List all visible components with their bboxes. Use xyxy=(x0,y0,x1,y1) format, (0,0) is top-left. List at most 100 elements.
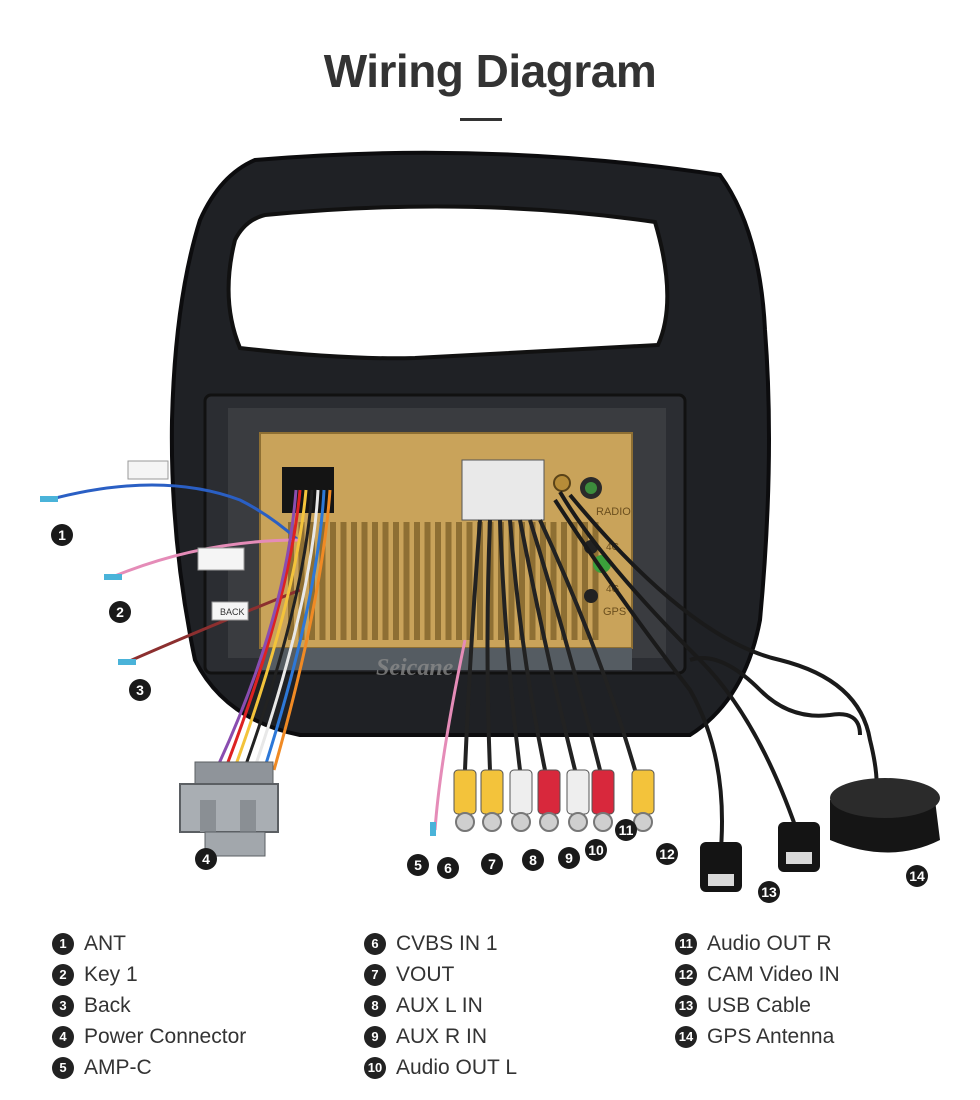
legend-label: VOUT xyxy=(396,962,455,986)
svg-text:5: 5 xyxy=(414,857,422,873)
legend-number-badge: 13 xyxy=(675,994,697,1017)
title-underline xyxy=(460,118,502,121)
svg-text:9: 9 xyxy=(565,850,573,866)
rca-cam-plug xyxy=(631,769,655,832)
power-harness-wires xyxy=(214,489,332,771)
legend-item-10: 10 Audio OUT L xyxy=(364,1052,664,1083)
legend-item-3: 3 Back xyxy=(52,990,352,1021)
legend-item-11: 11 Audio OUT R xyxy=(675,928,975,959)
key1-wire-tip xyxy=(104,574,122,580)
legend-label: USB Cable xyxy=(707,993,811,1017)
legend-item-1: 1 ANT xyxy=(52,928,352,959)
callout-1: 1 xyxy=(51,524,73,546)
legend-number-badge: 5 xyxy=(52,1056,74,1079)
callout-2: 2 xyxy=(109,601,131,623)
svg-text:11: 11 xyxy=(619,822,634,838)
legend-column-1: 1 ANT 2 Key 1 3 Back 4 Power Connector 5 AMP-C xyxy=(52,928,352,1083)
legend-label: AUX R IN xyxy=(396,1024,488,1048)
legend-number-badge: 4 xyxy=(52,1025,74,1048)
power-connector xyxy=(179,761,279,857)
port-4g-label: 4G xyxy=(606,542,620,553)
svg-text:13: 13 xyxy=(761,884,777,900)
legend-label: Back xyxy=(84,993,131,1017)
legend-number-badge: 12 xyxy=(675,963,697,986)
legend-item-14: 14 GPS Antenna xyxy=(675,1021,975,1052)
legend-label: Audio OUT L xyxy=(396,1055,518,1079)
svg-text:8: 8 xyxy=(529,852,537,868)
key1-wire-tag xyxy=(197,547,245,571)
legend-item-9: 9 AUX R IN xyxy=(364,1021,664,1052)
callout-7: 7 xyxy=(481,853,503,875)
gps-port-label: GPS xyxy=(603,606,626,618)
callout-4: 4 xyxy=(195,848,217,870)
legend-label: GPS Antenna xyxy=(707,1024,835,1048)
legend-number-badge: 14 xyxy=(675,1025,697,1048)
back-wire-tip xyxy=(118,659,136,665)
callout-5: 5 xyxy=(407,854,429,876)
svg-text:3: 3 xyxy=(136,682,144,698)
legend-item-2: 2 Key 1 xyxy=(52,959,352,990)
legend-number-badge: 7 xyxy=(364,963,386,986)
callout-9: 9 xyxy=(558,847,580,869)
callout-3: 3 xyxy=(129,679,151,701)
amp-c-wire-tip xyxy=(430,822,436,836)
legend-label: Audio OUT R xyxy=(707,931,832,955)
legend-item-4: 4 Power Connector xyxy=(52,1021,352,1052)
svg-text:10: 10 xyxy=(588,842,604,858)
watermark: Seicane xyxy=(376,655,454,681)
legend-label: CAM Video IN xyxy=(707,962,840,986)
legend-item-7: 7 VOUT xyxy=(364,959,664,990)
callout-11: 11 xyxy=(615,819,637,841)
svg-text:7: 7 xyxy=(488,856,496,872)
rca-vout-plug xyxy=(480,769,504,832)
ant-wire-tag xyxy=(127,460,169,480)
svg-text:4: 4 xyxy=(202,851,210,867)
rca-audio-l-plug xyxy=(566,769,590,832)
callout-8: 8 xyxy=(522,849,544,871)
callout-10: 10 xyxy=(585,839,607,861)
legend-number-badge: 3 xyxy=(52,994,74,1017)
rca-audio-r-plug xyxy=(591,769,615,832)
callout-12: 12 xyxy=(656,843,678,865)
legend-label: Power Connector xyxy=(84,1024,247,1048)
callout-13: 13 xyxy=(758,881,780,903)
usb-gps-cables xyxy=(553,490,879,861)
svg-text:2: 2 xyxy=(116,604,124,620)
wiring-diagram: RADIO 4G 4G GPS Seicane BACK xyxy=(40,150,940,903)
svg-text:1: 1 xyxy=(58,527,66,543)
callout-6: 6 xyxy=(437,857,459,879)
callout-14: 14 xyxy=(906,865,928,887)
legend-item-12: 12 CAM Video IN xyxy=(675,959,975,990)
ant-wire-tip xyxy=(40,496,58,502)
legend-number-badge: 11 xyxy=(675,932,697,955)
rca-plugs xyxy=(453,769,655,832)
page-title: Wiring Diagram xyxy=(323,45,657,97)
legend-number-badge: 10 xyxy=(364,1056,386,1079)
port-4g-2-label: 4G xyxy=(606,584,620,595)
head-unit-case xyxy=(259,432,633,670)
rca-aux-r-plug xyxy=(537,769,561,832)
svg-text:6: 6 xyxy=(444,860,452,876)
usb-connectors xyxy=(700,822,820,892)
svg-text:12: 12 xyxy=(659,846,675,862)
legend-item-8: 8 AUX L IN xyxy=(364,990,664,1021)
legend-label: AMP-C xyxy=(84,1055,152,1079)
legend-number-badge: 1 xyxy=(52,932,74,955)
gps-antenna-puck xyxy=(830,778,940,853)
legend-column-3: 11 Audio OUT R 12 CAM Video IN 13 USB Cable 14… xyxy=(675,928,975,1052)
rca-cables xyxy=(433,519,637,831)
legend-number-badge: 8 xyxy=(364,994,386,1017)
back-tag-text: BACK xyxy=(220,607,245,617)
legend-item-13: 13 USB Cable xyxy=(675,990,975,1021)
legend-label: ANT xyxy=(84,931,126,955)
radio-label: RADIO xyxy=(596,506,631,518)
legend-column-2: 6 CVBS IN 1 7 VOUT 8 AUX L IN 9 AUX R IN 10 Audio… xyxy=(364,928,664,1083)
legend-number-badge: 9 xyxy=(364,1025,386,1048)
legend-label: Key 1 xyxy=(84,962,138,986)
legend-number-badge: 6 xyxy=(364,932,386,955)
legend-label: AUX L IN xyxy=(396,993,483,1017)
legend-label: CVBS IN 1 xyxy=(396,931,498,955)
legend-number-badge: 2 xyxy=(52,963,74,986)
rca-cvbs-plug xyxy=(453,769,477,832)
